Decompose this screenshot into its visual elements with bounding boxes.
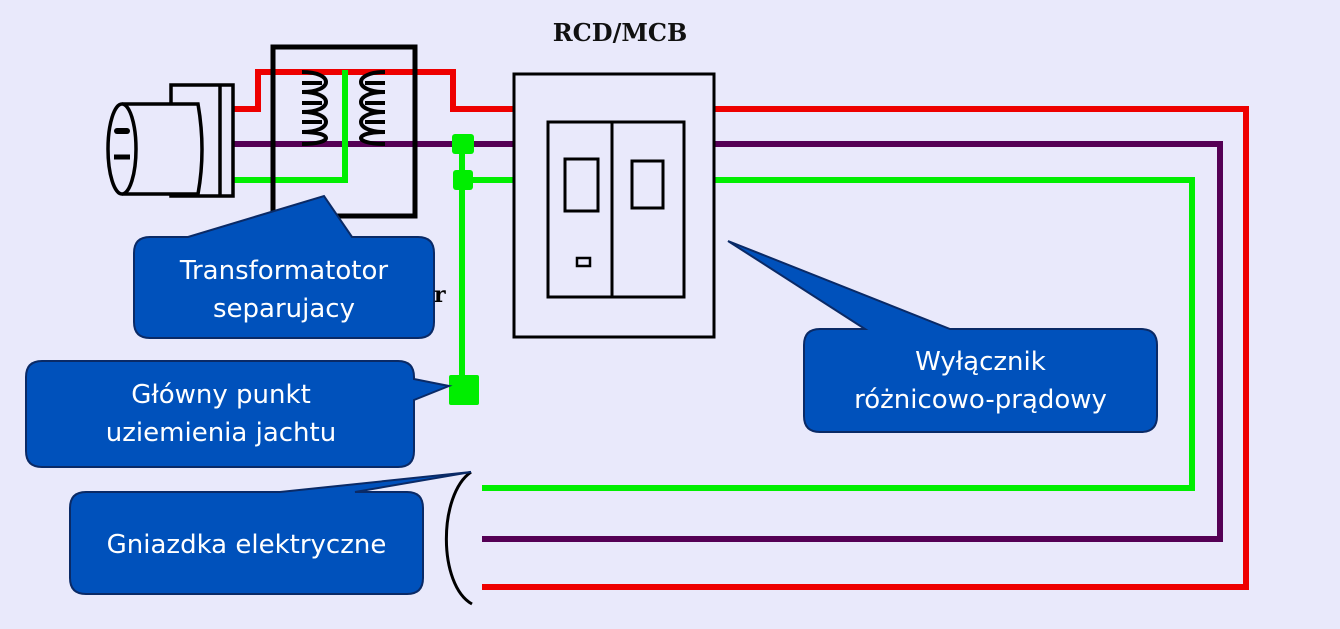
earth-junctions — [452, 134, 474, 190]
sockets-bracket-icon — [444, 470, 473, 606]
callout-earth-point-shape — [25, 360, 453, 468]
callout-sockets: Gniazdka elektryczne — [70, 500, 423, 590]
callout-rcd-line-2: różnicowo-prądowy — [854, 385, 1107, 415]
callout-transformer: Transformatotor separujacy — [134, 250, 434, 330]
callout-earth-point: Główny punkt uziemienia jachtu — [26, 374, 416, 454]
shore-plug-icon — [106, 83, 235, 198]
rcd-mcb-title: RCD/MCB — [552, 18, 688, 47]
callout-rcd: Wyłącznik różnicowo-prądowy — [804, 340, 1157, 422]
callout-sockets-shape — [69, 471, 472, 595]
rcd-mcb-icon — [512, 72, 716, 339]
callout-sockets-line-1: Gniazdka elektryczne — [106, 530, 387, 560]
callout-earth-point-line-1: Główny punkt — [131, 380, 311, 410]
callout-transformer-line-2: separujacy — [213, 294, 355, 324]
live-wire — [232, 69, 1249, 590]
callout-rcd-line-1: Wyłącznik — [915, 347, 1046, 377]
isolation-transformer-icon — [270, 44, 418, 219]
main-earth-point-icon — [449, 375, 479, 405]
callout-transformer-shape — [133, 194, 435, 339]
callout-transformer-line-1: Transformatotor — [179, 256, 389, 286]
callout-earth-point-line-2: uziemienia jachtu — [105, 418, 337, 448]
callout-rcd-shape — [727, 240, 1158, 433]
label-fragment: r — [434, 282, 446, 308]
